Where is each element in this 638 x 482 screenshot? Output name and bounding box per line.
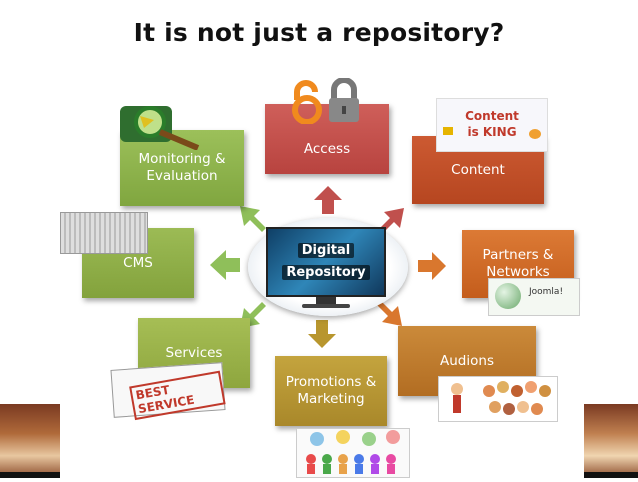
- node-promotions-label: Promotions & Marketing: [285, 374, 377, 407]
- open-access-icon: [289, 80, 325, 125]
- node-access-label: Access: [303, 140, 351, 157]
- arrow-to-access: [314, 186, 342, 214]
- monitor-base: [302, 304, 350, 308]
- content-king-line1: Content: [465, 109, 519, 123]
- content-king-line2: is KING: [467, 125, 517, 139]
- slide-title: It is not just a repository?: [133, 18, 505, 47]
- best-service-image: BEST SERVICE: [110, 362, 226, 421]
- partners-thumbnail: Joomla!: [488, 278, 580, 316]
- node-access: Access: [265, 104, 389, 174]
- arrow-to-monitoring: [240, 206, 266, 232]
- right-corner-decoration: [584, 404, 638, 478]
- bottom-right-divider: [584, 472, 638, 478]
- digital-repository-monitor: Digital Repository: [266, 227, 386, 297]
- audience-faces-image: [438, 376, 558, 422]
- center-line1: Digital: [297, 243, 355, 258]
- left-corner-decoration: [0, 404, 60, 478]
- cms-thumbnail: [60, 212, 148, 254]
- monitor-stand: [316, 297, 336, 305]
- marketing-people-image: [296, 428, 410, 478]
- content-is-king-image: Content is KING: [436, 98, 548, 152]
- bottom-left-divider: [0, 472, 60, 478]
- bubble-icon: [529, 129, 541, 139]
- crown-icon: [443, 127, 453, 135]
- joomla-logo-text: Joomla!: [529, 287, 564, 297]
- lock-icon: [326, 77, 362, 124]
- globe-icon: [495, 283, 521, 309]
- arrow-to-audions: [376, 300, 402, 326]
- node-cms-label: CMS: [123, 254, 153, 271]
- arrow-to-promotions: [308, 320, 336, 348]
- node-monitoring-label: Monitoring & Evaluation: [138, 151, 226, 184]
- arrow-to-cms: [210, 250, 240, 280]
- node-content-label: Content: [451, 161, 505, 178]
- node-audions-label: Audions: [440, 352, 494, 369]
- arrow-to-partners: [418, 252, 446, 280]
- node-services-label: Services: [165, 344, 223, 361]
- node-promotions: Promotions & Marketing: [275, 356, 387, 426]
- center-line2: Repository: [282, 265, 370, 280]
- magnifier-icon: [120, 100, 208, 151]
- node-partners-label: Partners & Networks: [482, 247, 554, 280]
